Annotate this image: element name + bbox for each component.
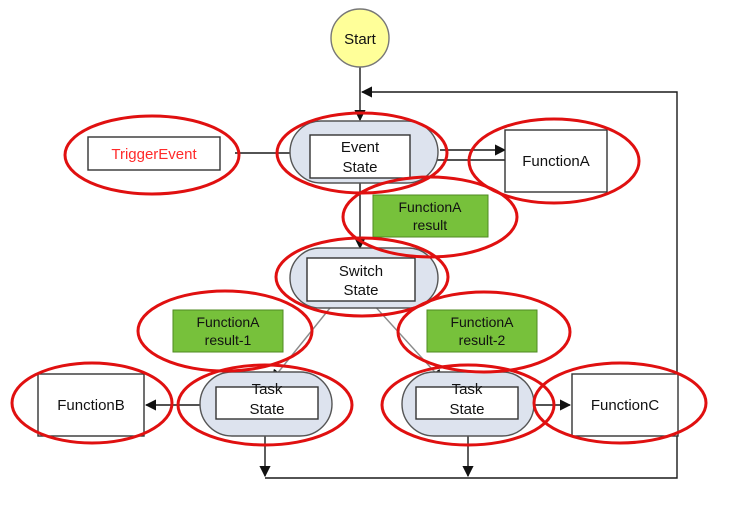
function-a-result-line2: result: [413, 217, 447, 233]
task-state-left-line2: State: [249, 401, 284, 418]
function-a-result-1-line2: result-1: [205, 332, 252, 348]
function-a-result-line1: FunctionA: [398, 199, 462, 215]
highlight-task-state-left: [176, 363, 354, 447]
trigger-event-label: TriggerEvent: [111, 146, 197, 163]
highlight-function-c: [532, 361, 708, 445]
start-node: Start: [330, 8, 390, 68]
function-b-label: FunctionB: [57, 397, 125, 414]
edge-feedback-loop: [265, 86, 678, 479]
function-a-result-2-line2: result-2: [459, 332, 506, 348]
task-state-right-node: Task State: [401, 371, 535, 437]
highlight-switch-state: [274, 236, 450, 318]
function-c-label: FunctionC: [591, 397, 660, 414]
highlight-task-state-right: [380, 363, 556, 447]
trigger-event-node: TriggerEvent: [87, 136, 221, 171]
start-label: Start: [344, 31, 377, 48]
task-state-right-line2: State: [449, 401, 484, 418]
function-a-label: FunctionA: [522, 153, 590, 170]
switch-state-node: Switch State: [289, 247, 439, 309]
task-state-left-line1: Task: [252, 381, 283, 398]
function-a-result-1-tag: FunctionA result-1: [172, 309, 284, 353]
function-a-result-2-line1: FunctionA: [450, 314, 514, 330]
function-a-result-tag: FunctionA result: [372, 194, 489, 238]
function-a-result-1-line1: FunctionA: [196, 314, 260, 330]
highlight-function-b: [10, 361, 174, 445]
highlight-function-a-result: [341, 175, 519, 259]
highlight-function-a-result-2: [396, 290, 572, 374]
highlight-function-a: [467, 117, 641, 205]
event-state-label-line1: Event: [341, 139, 380, 156]
switch-state-label-line1: Switch: [339, 263, 383, 280]
function-b-node: FunctionB: [37, 373, 145, 437]
highlight-function-a-result-1: [136, 289, 314, 373]
switch-state-label-line2: State: [343, 282, 378, 299]
task-state-left-node: Task State: [199, 371, 333, 437]
function-a-result-2-tag: FunctionA result-2: [426, 309, 538, 353]
task-state-right-line1: Task: [452, 381, 483, 398]
highlight-trigger-event: [63, 114, 241, 196]
event-state-label-line2: State: [342, 159, 377, 176]
function-a-node: FunctionA: [504, 129, 608, 193]
event-state-node: Event State: [289, 120, 439, 184]
function-c-node: FunctionC: [571, 373, 679, 437]
